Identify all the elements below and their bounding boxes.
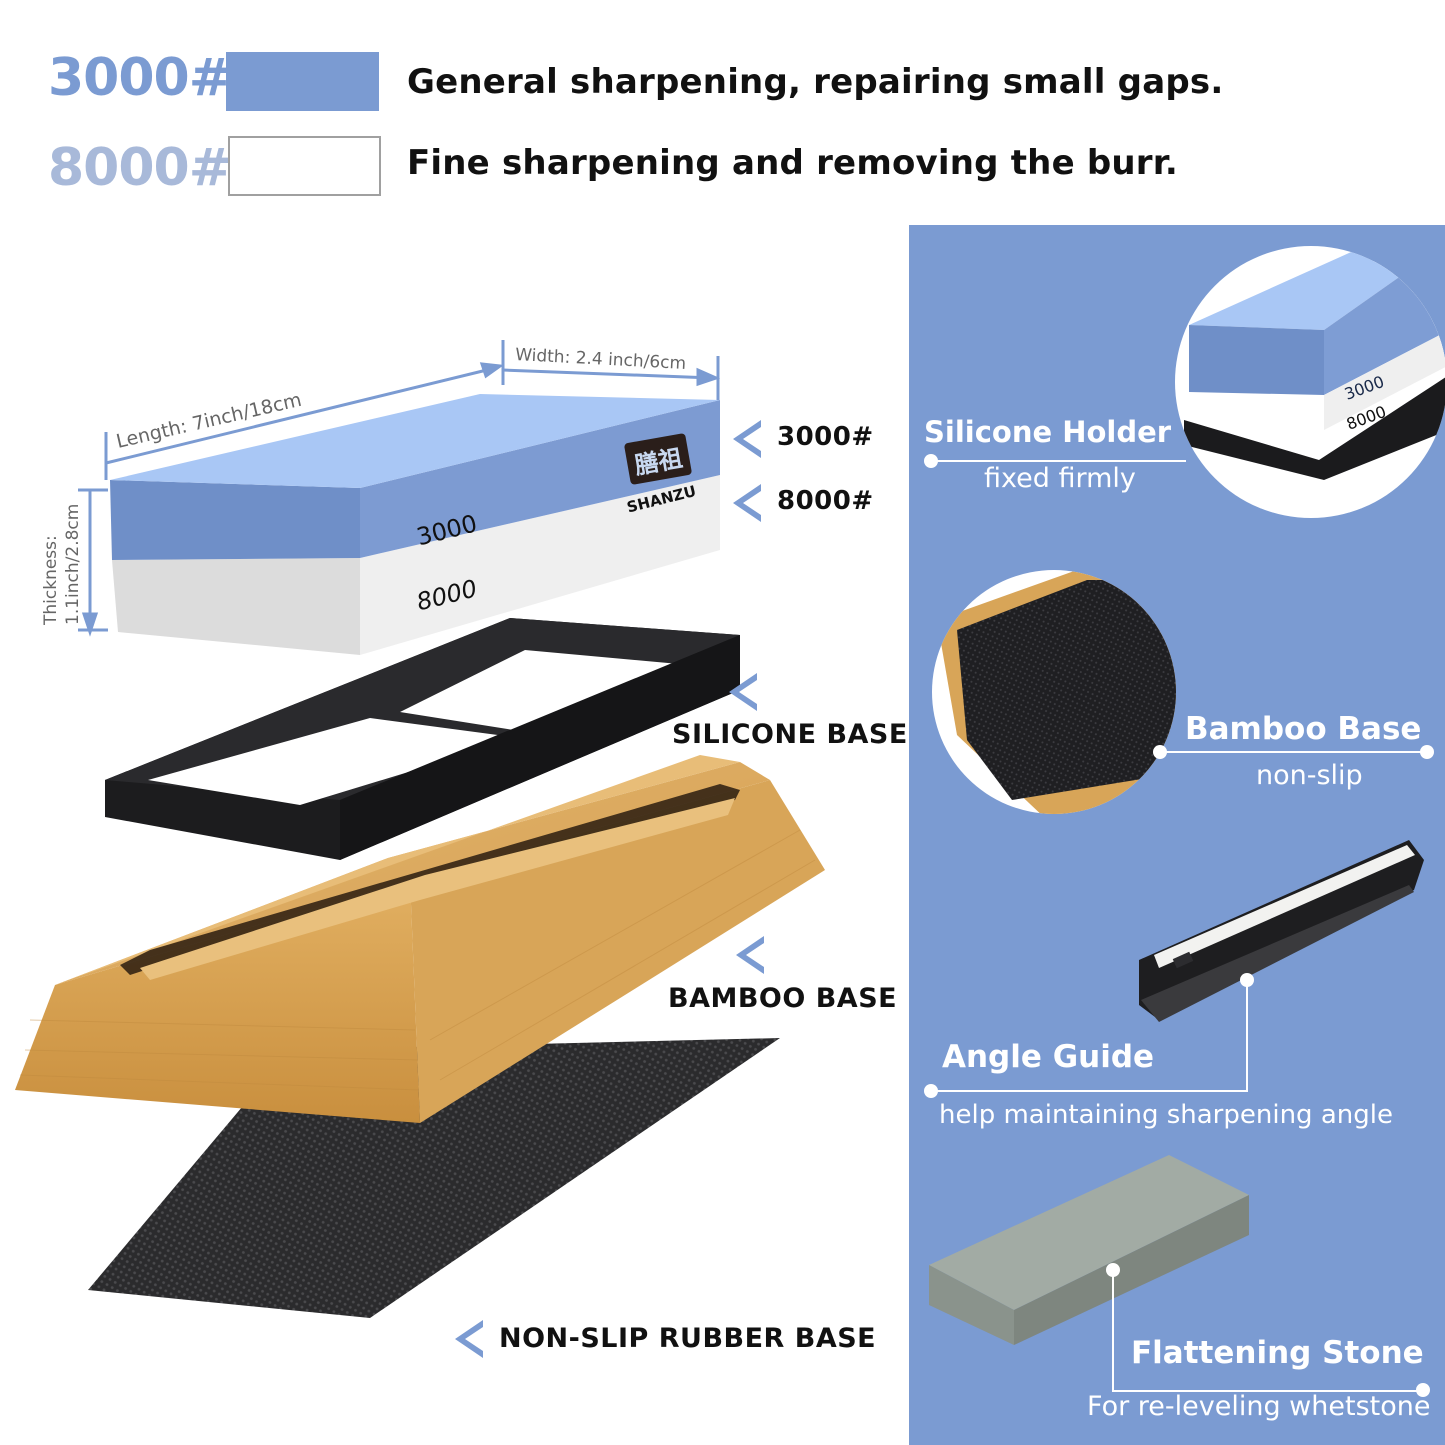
- feature-subtitle-angle: help maintaining sharpening angle: [939, 1100, 1393, 1130]
- chevron-left-icon: [733, 484, 761, 522]
- label-silicone-base: SILICONE BASE: [672, 719, 908, 750]
- exploded-illustration: 膳祖 SHANZU 3000 8000 Length: 7inch/18cm W…: [15, 340, 825, 1318]
- angle-guide-image: [1139, 840, 1424, 1022]
- whetstone-shape: 膳祖 SHANZU 3000 8000: [110, 394, 720, 655]
- label-3000: 3000#: [777, 422, 874, 452]
- label-non-slip-rubber-base: NON-SLIP RUBBER BASE: [499, 1323, 877, 1354]
- callout-line: [931, 1090, 1248, 1092]
- accessory-panel: 3000 8000 Silicone Holder fixed firmly B…: [909, 225, 1445, 1445]
- chevron-left-icon: [733, 420, 761, 458]
- feature-title-silicone-holder: Silicone Holder: [924, 415, 1172, 449]
- chevron-left-icon: [736, 936, 764, 974]
- bamboo-base-shape: [15, 755, 825, 1123]
- feature-subtitle-releveling: For re-leveling whetstone: [1087, 1391, 1431, 1422]
- feature-subtitle-fixed-firmly: fixed firmly: [984, 463, 1136, 494]
- callout-dot: [924, 1084, 938, 1098]
- callout-line: [1112, 1270, 1114, 1392]
- chevron-left-icon: [455, 1320, 483, 1358]
- grit-3000-description: General sharpening, repairing small gaps…: [407, 62, 1224, 102]
- grit-8000-label: 8000#: [48, 138, 232, 198]
- feature-title-bamboo-base: Bamboo Base: [1185, 711, 1422, 747]
- label-8000: 8000#: [777, 486, 874, 516]
- dimension-lines: [78, 340, 721, 637]
- grit-3000-label: 3000#: [48, 48, 232, 108]
- grit-8000-description: Fine sharpening and removing the burr.: [407, 143, 1179, 183]
- feature-title-flattening-stone: Flattening Stone: [1131, 1335, 1424, 1371]
- callout-line: [1246, 980, 1248, 1092]
- feature-title-angle-guide: Angle Guide: [942, 1039, 1155, 1075]
- grit-8000-swatch: [228, 136, 381, 196]
- grit-3000-swatch: [226, 52, 379, 111]
- width-dimension: Width: 2.4 inch/6cm: [515, 345, 687, 374]
- silicone-base-shape: [105, 618, 740, 860]
- silicone-holder-inset: 3000 8000: [1175, 246, 1445, 518]
- label-bamboo-base: BAMBOO BASE: [668, 983, 898, 1014]
- callout-line: [931, 460, 1186, 462]
- callout-dot: [1416, 1383, 1430, 1397]
- callout-line: [1159, 751, 1427, 753]
- callout-dot: [1420, 745, 1434, 759]
- flattening-stone-image: [929, 1155, 1249, 1345]
- chevron-left-icon: [729, 673, 757, 711]
- thickness-dimension-label: Thickness:: [41, 535, 61, 626]
- feature-subtitle-non-slip: non-slip: [1256, 760, 1363, 791]
- bamboo-base-inset: [932, 570, 1176, 814]
- thickness-dimension-value: 1.1inch/2.8cm: [63, 504, 83, 625]
- callout-line: [1112, 1390, 1424, 1392]
